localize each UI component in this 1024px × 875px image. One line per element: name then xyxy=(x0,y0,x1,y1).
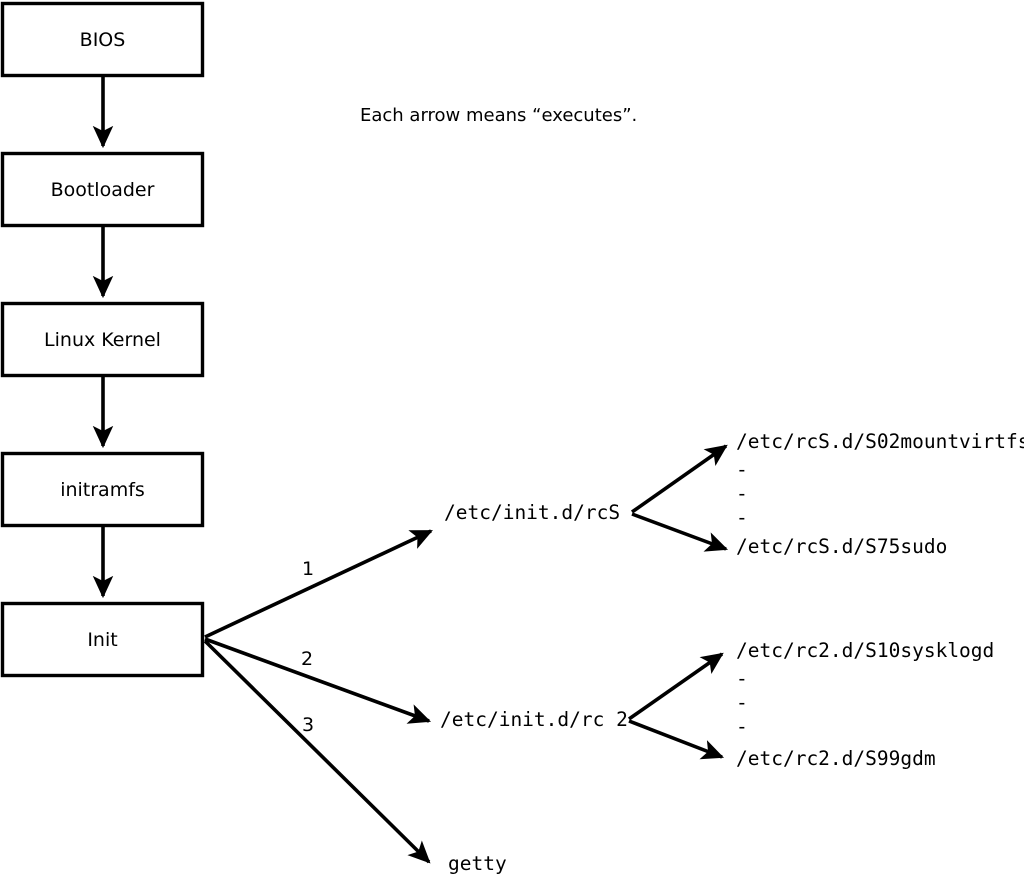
box-init-label: Init xyxy=(87,629,117,651)
box-bios-rect xyxy=(0,1,205,78)
box-initramfs-rect xyxy=(0,451,205,528)
branch-number-3: 3 xyxy=(302,714,314,736)
box-init[interactable]: Init xyxy=(0,601,205,678)
rc2-ellipsis-dash-2: - xyxy=(736,691,748,714)
label-etc-init-d-rc2: /etc/init.d/rc 2 xyxy=(440,708,628,731)
box-initramfs[interactable]: initramfs xyxy=(0,451,205,528)
rc2-ellipsis-dash-1: - xyxy=(736,667,748,690)
arrow-rc2-to-last-script xyxy=(628,719,725,760)
box-bios-label: BIOS xyxy=(80,29,126,51)
label-etc-init-d-rcs: /etc/init.d/rcS xyxy=(444,501,620,524)
box-bootloader[interactable]: Bootloader xyxy=(0,151,205,228)
branch-number-2: 2 xyxy=(301,648,313,670)
box-linux-kernel-label: Linux Kernel xyxy=(44,329,161,351)
rcs-ellipsis-dash-1: - xyxy=(736,458,748,481)
arrow-rcs-to-first-script xyxy=(630,444,728,514)
box-linux-kernel-rect xyxy=(0,301,205,378)
rcs-ellipsis-dash-3: - xyxy=(736,506,748,529)
box-bootloader-rect xyxy=(0,151,205,228)
arrow-rc2-to-first-script xyxy=(627,652,724,721)
label-getty: getty xyxy=(448,852,507,875)
arrow-init-branch-2 xyxy=(204,637,432,724)
box-bootloader-label: Bootloader xyxy=(51,179,155,201)
label-rcs-script-last: /etc/rcS.d/S75sudo xyxy=(736,535,947,558)
branch-number-1: 1 xyxy=(302,558,314,580)
rcs-ellipsis-dash-2: - xyxy=(736,482,748,505)
label-rcs-script-first: /etc/rcS.d/S02mountvirtfs xyxy=(736,430,1024,453)
label-rc2-script-first: /etc/rc2.d/S10sysklogd xyxy=(736,639,994,662)
diagram-caption: Each arrow means “executes”. xyxy=(360,105,637,126)
box-bios[interactable]: BIOS xyxy=(0,1,205,78)
arrow-rcs-to-last-script xyxy=(631,512,729,552)
arrow-init-branch-1 xyxy=(204,529,433,639)
label-rc2-script-last: /etc/rc2.d/S99gdm xyxy=(736,747,936,770)
box-initramfs-label: initramfs xyxy=(60,479,145,501)
box-linux-kernel[interactable]: Linux Kernel xyxy=(0,301,205,378)
box-init-rect xyxy=(0,601,205,678)
rc2-ellipsis-dash-3: - xyxy=(736,715,748,738)
arrow-init-branch-3 xyxy=(203,639,431,864)
